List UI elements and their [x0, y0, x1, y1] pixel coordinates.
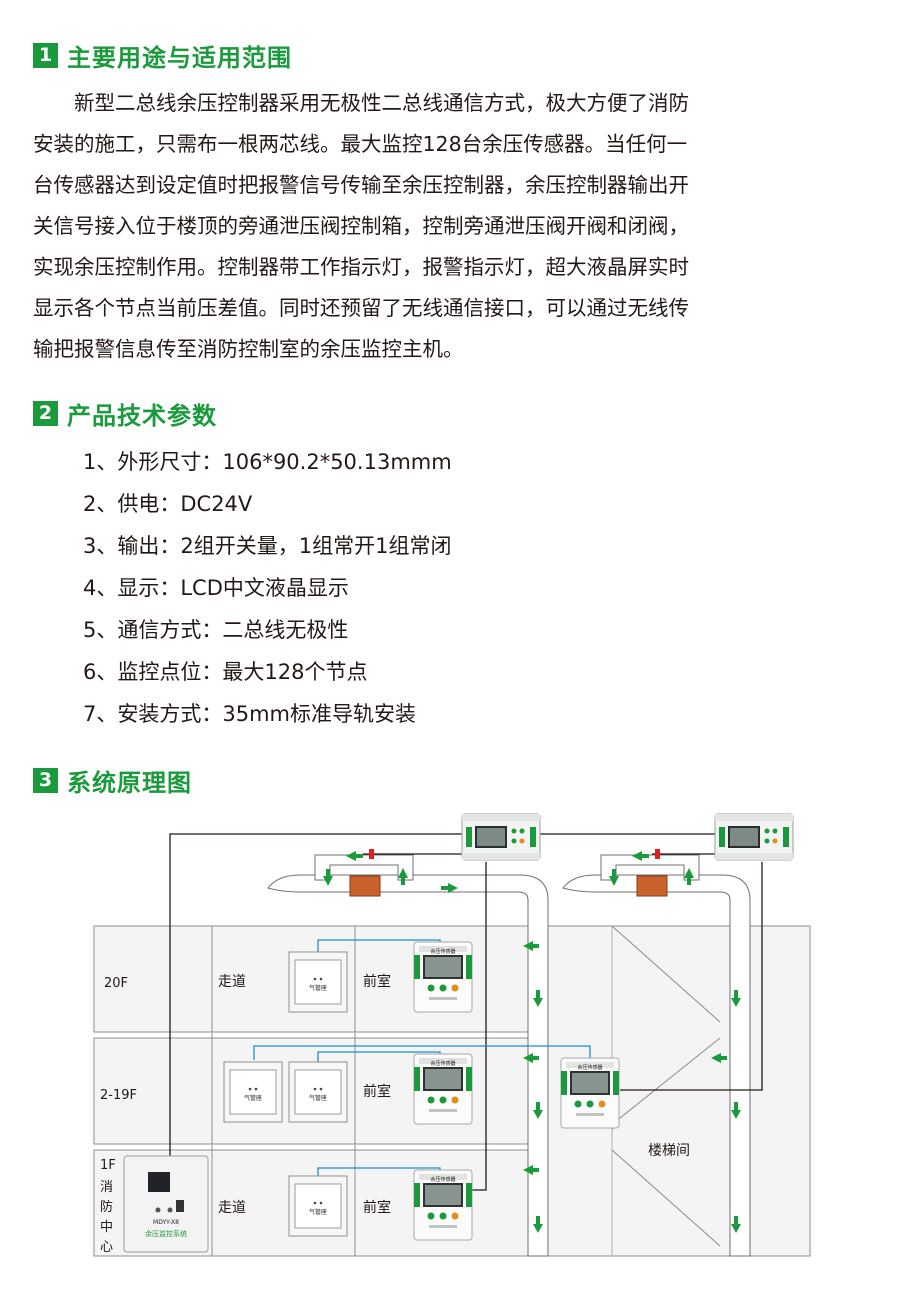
floor-label-2-19f: 2-19F: [100, 1088, 137, 1103]
anteroom-label: 前室: [363, 1199, 391, 1216]
corridor-label: 走道: [218, 974, 246, 990]
section-number-badge: 1: [33, 42, 58, 68]
spec-item: 3、输出：2组开关量，1组常开1组常闭: [83, 534, 452, 558]
tube-seat-1f: [288, 1175, 348, 1237]
intro-line: 显示各个节点当前压差值。同时还预留了无线通信接口，可以通过无线传: [33, 296, 689, 320]
intro-line: 实现余压控制作用。控制器带工作指示灯，报警指示灯，超大液晶屏实时: [33, 255, 689, 279]
tube-seat-label: 气管座: [309, 984, 327, 992]
floor-label-20f: 20F: [104, 976, 128, 991]
panel-model: MDYY-X8: [153, 1219, 179, 1226]
sensor-label: 余压传感器: [430, 1176, 455, 1183]
pressure-controller-left: [461, 813, 541, 861]
panel-name: 余压监控系统: [145, 1229, 187, 1238]
pressure-controller-right: [714, 813, 794, 861]
sensor-label: 余压传感器: [430, 948, 455, 955]
control-wiring: [169, 833, 763, 1191]
intro-line: 安装的施工，只需布一根两芯线。最大监控128台余压传感器。当任何一: [33, 132, 688, 156]
section-number-badge: 2: [33, 400, 58, 426]
monitoring-host-panel: [123, 1155, 209, 1253]
corridor-label: 走道: [218, 1200, 246, 1216]
tube-seat-20f: [288, 951, 348, 1013]
svg-text:消: 消: [100, 1180, 113, 1195]
intro-line: 新型二总线余压控制器采用无极性二总线通信方式，极大方便了消防: [74, 91, 689, 115]
bypass-valve-right: [636, 875, 668, 897]
section-title: 产品技术参数: [67, 401, 217, 430]
intro-line: 关信号接入位于楼顶的旁通泄压阀控制箱，控制旁通泄压阀开阀和闭阀，: [33, 214, 689, 238]
spec-item: 4、显示：LCD中文液晶显示: [83, 576, 349, 600]
intro-paragraph: 新型二总线余压控制器采用无极性二总线通信方式，极大方便了消防 安装的施工，只需布…: [33, 83, 868, 370]
anteroom-label: 前室: [363, 973, 391, 990]
section-number-badge: 3: [33, 767, 58, 793]
spec-item: 7、安装方式：35mm标准导轨安装: [83, 702, 416, 726]
svg-text:心: 心: [100, 1240, 113, 1255]
system-diagram: 20F 2-19F 1F 消 防 中 心 走道 走道 前室 前室 前室 楼梯间 …: [93, 813, 811, 1257]
intro-line: 输把报警信息传至消防控制室的余压监控主机。: [33, 337, 464, 361]
bypass-valve-left: [349, 875, 381, 897]
stairwell-label: 楼梯间: [648, 1143, 690, 1159]
duct-left: [267, 874, 549, 1257]
tube-seat-label: 气管座: [244, 1094, 262, 1102]
intro-line: 台传感器达到设定值时把报警信号传输至余压控制器，余压控制器输出开: [33, 173, 689, 197]
spec-item: 6、监控点位：最大128个节点: [83, 660, 368, 684]
section-title: 系统原理图: [67, 768, 192, 797]
spec-item: 1、外形尺寸：106*90.2*50.13mmm: [83, 450, 452, 474]
spec-item: 5、通信方式：二总线无极性: [83, 618, 349, 642]
airflow-arrows: [323, 851, 741, 1233]
tube-seat-2-19f-a: [223, 1061, 283, 1123]
section-heading-diagram: 3 系统原理图: [33, 765, 192, 797]
sensor-label: 余压传感器: [577, 1064, 602, 1071]
tube-seat-label: 气管座: [309, 1208, 327, 1216]
floor-label-1f: 1F: [100, 1158, 116, 1173]
spec-item: 2、供电：DC24V: [83, 492, 253, 516]
duct-right: [562, 874, 751, 1257]
svg-text:中: 中: [100, 1220, 113, 1235]
section-heading-usage: 1 主要用途与适用范围: [33, 40, 292, 72]
sensor-label: 余压传感器: [430, 1060, 455, 1067]
anteroom-label: 前室: [363, 1083, 391, 1100]
section-title: 主要用途与适用范围: [67, 43, 292, 72]
section-heading-specs: 2 产品技术参数: [33, 398, 217, 430]
spec-list: 1、外形尺寸：106*90.2*50.13mmm 2、供电：DC24V 3、输出…: [83, 441, 452, 735]
tube-seat-label: 气管座: [309, 1094, 327, 1102]
stair-steps: [611, 925, 721, 1023]
tube-seat-2-19f-b: [288, 1061, 348, 1123]
svg-text:防: 防: [100, 1199, 113, 1215]
